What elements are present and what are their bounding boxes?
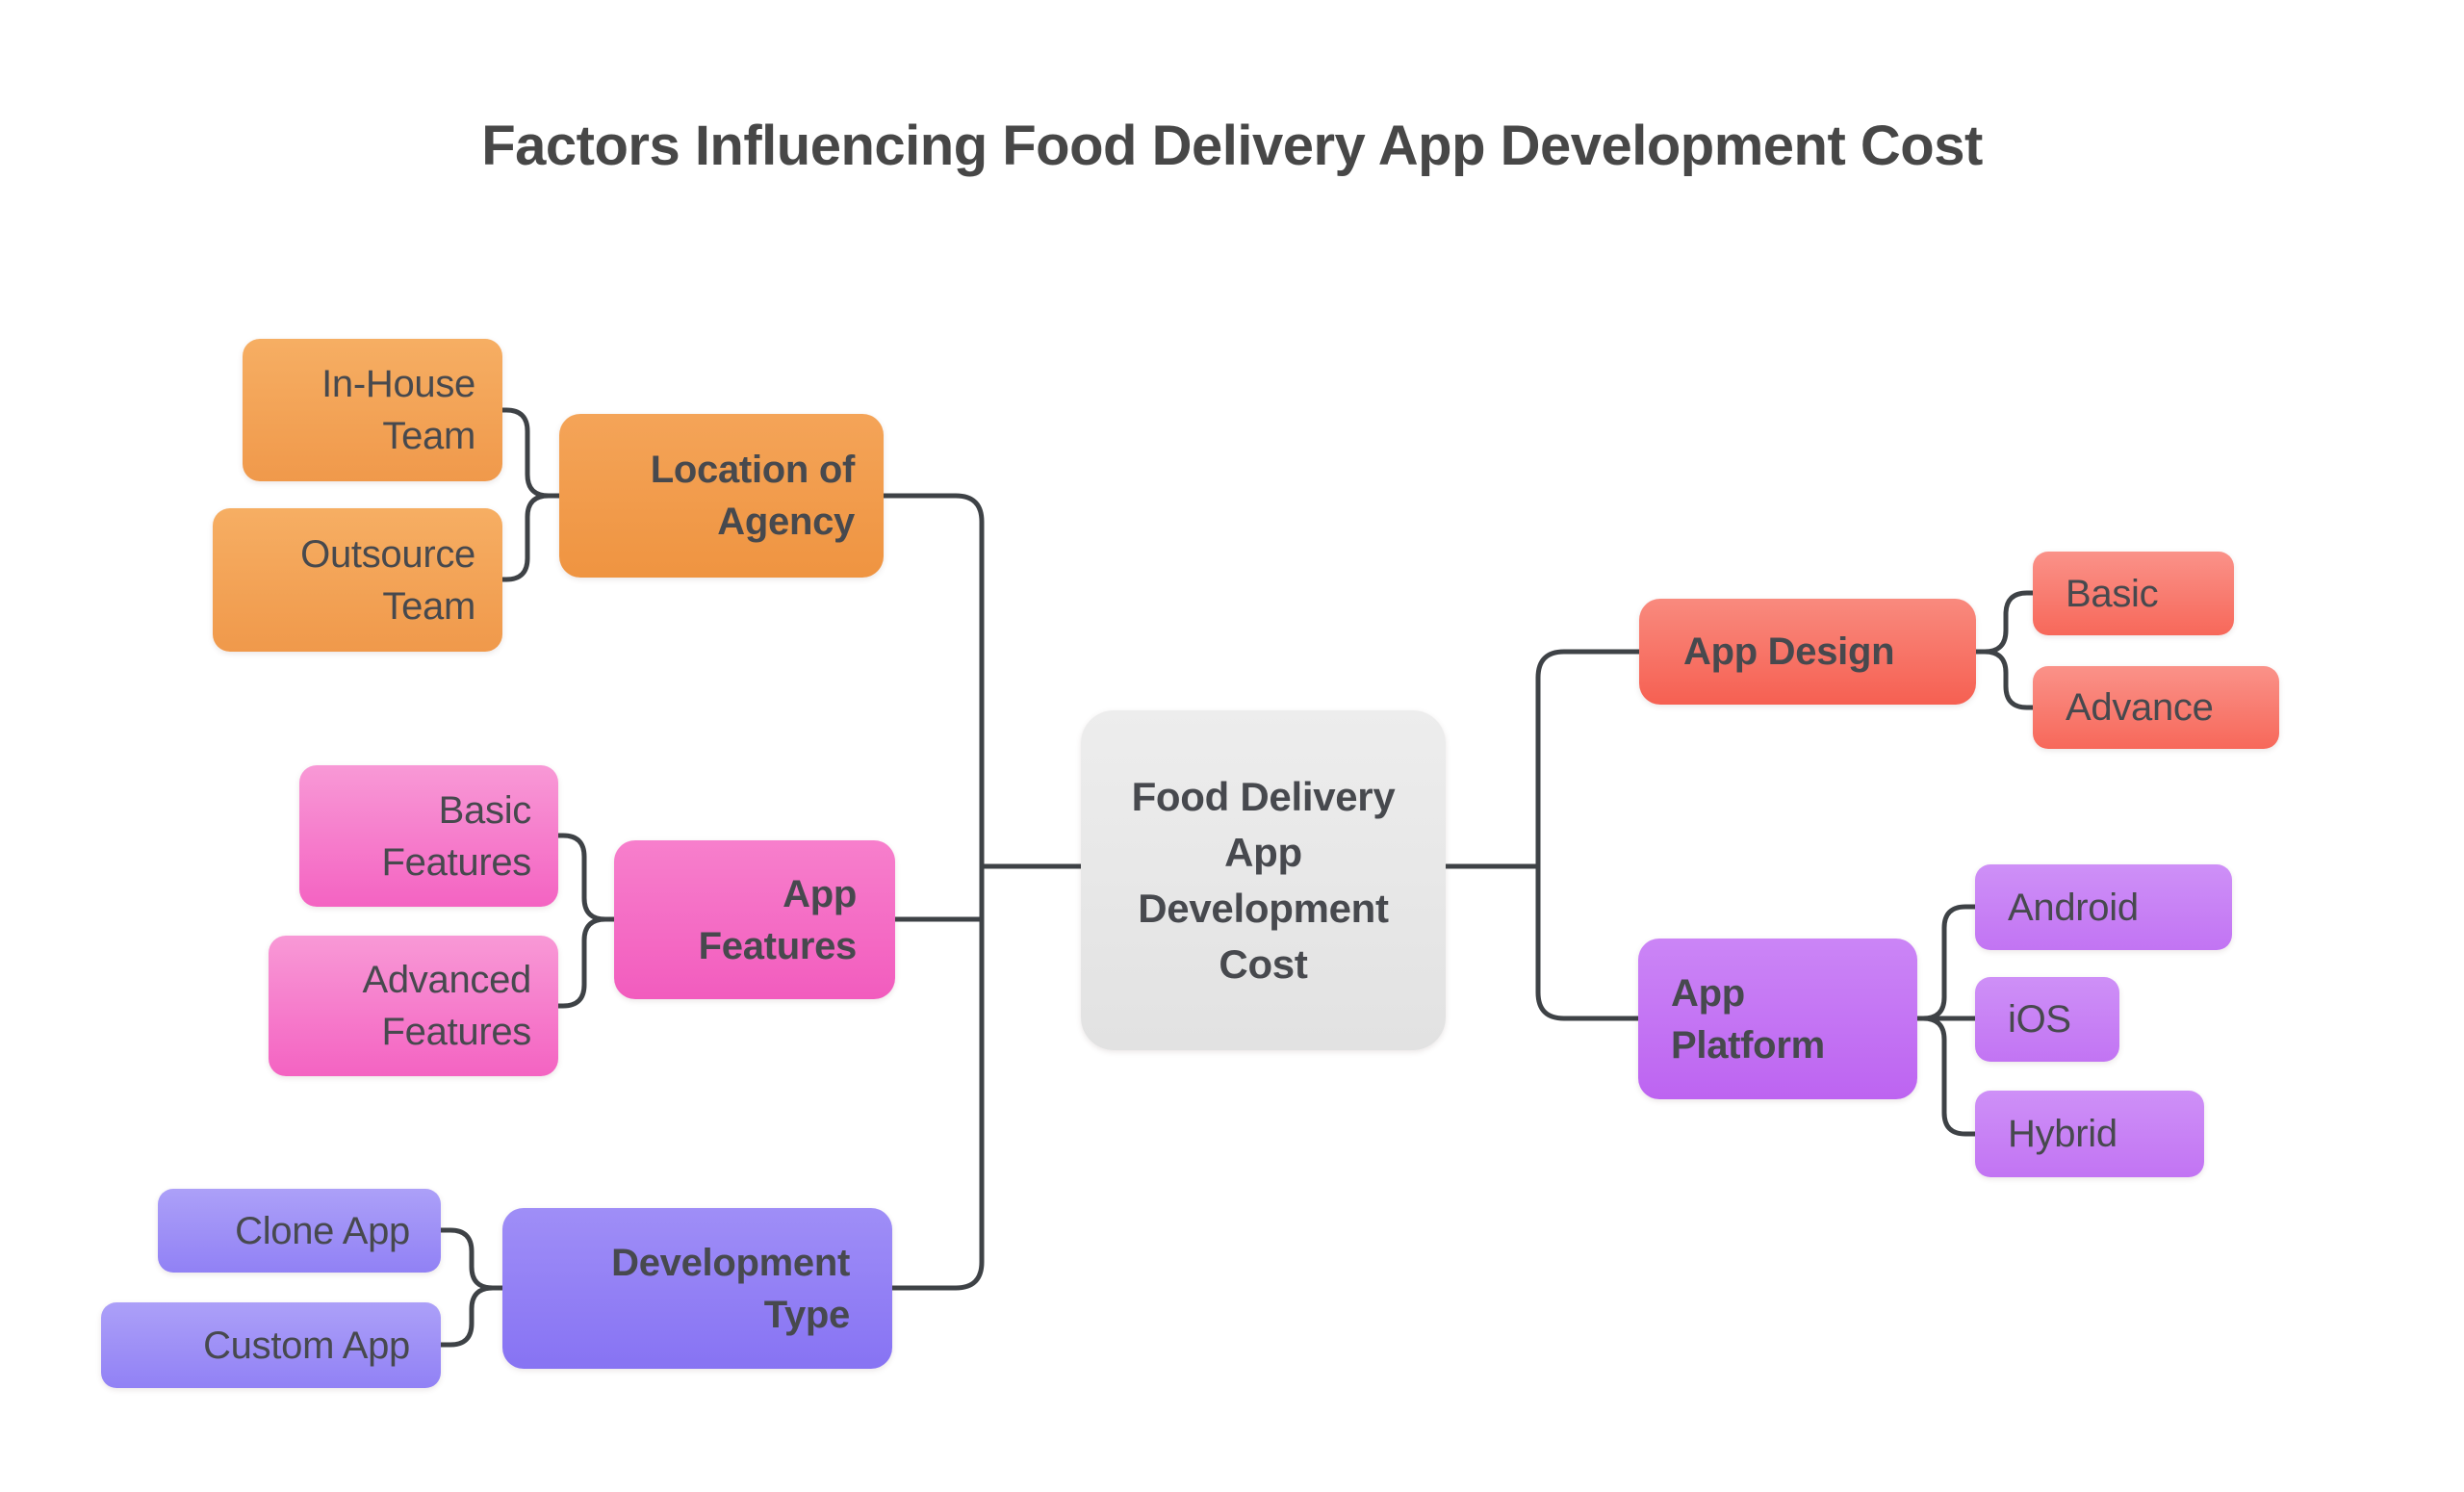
node-in-house-team: In-House Team [243, 339, 502, 481]
node-clone-app: Clone App [158, 1189, 441, 1273]
node-custom-app: Custom App [101, 1302, 441, 1388]
node-hybrid: Hybrid [1975, 1091, 2204, 1177]
diagram-title: Factors Influencing Food Delivery App De… [481, 115, 1983, 177]
link-advance [1973, 649, 2036, 710]
node-ios: iOS [1975, 977, 2119, 1062]
node-basic-features: Basic Features [299, 765, 558, 907]
link-hybrid [1914, 1016, 1978, 1137]
node-advanced-features: Advanced Features [269, 936, 558, 1076]
node-center-food-delivery-app-development-cost: Food Delivery App Development Cost [1081, 710, 1446, 1050]
link-basic [1973, 590, 2036, 655]
node-app-design: App Design [1639, 599, 1976, 705]
link-right-bus [1535, 649, 1642, 1021]
node-outsource-team: Outsource Team [213, 508, 502, 652]
node-app-platform: App Platform [1638, 939, 1917, 1099]
node-app-features: App Features [614, 840, 895, 999]
link-inhouse [500, 407, 562, 499]
node-location-of-agency: Location of Agency [559, 414, 884, 578]
link-custom-app [438, 1285, 505, 1348]
node-basic: Basic [2033, 552, 2234, 635]
link-basic-features [555, 833, 617, 922]
link-clone-app [438, 1227, 505, 1291]
node-development-type: Development Type [502, 1208, 892, 1369]
link-left-bus [881, 493, 985, 1291]
link-outsource [500, 493, 562, 582]
node-advance: Advance [2033, 666, 2279, 749]
link-advanced-features [555, 916, 617, 1009]
link-android [1914, 904, 1978, 1021]
node-android: Android [1975, 864, 2232, 950]
